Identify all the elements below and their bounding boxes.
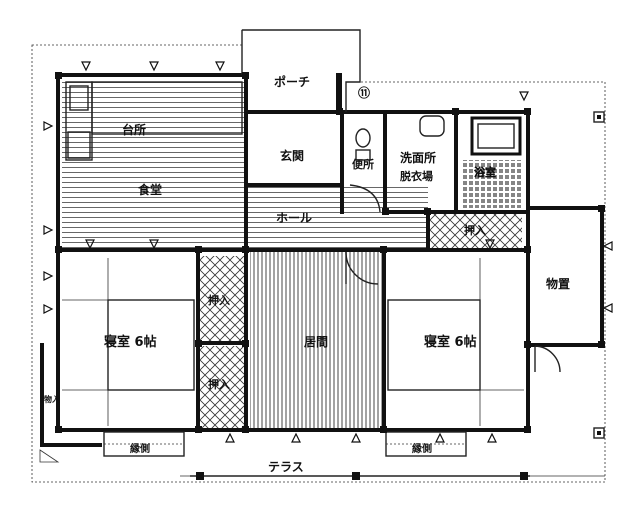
label-closet-mid-upper: 押入 bbox=[208, 293, 230, 307]
label-west-strip: 物入 bbox=[44, 394, 60, 404]
door-swings bbox=[345, 251, 561, 373]
label-closet-mid-lower: 押入 bbox=[208, 377, 230, 391]
porch bbox=[241, 29, 361, 114]
corner-markers bbox=[39, 111, 605, 463]
label-porch: ポーチ bbox=[274, 74, 310, 89]
bath-tile bbox=[462, 160, 522, 208]
label-bedroom-west: 寝室 6帖 bbox=[104, 334, 157, 350]
label-engawa-west: 縁側 bbox=[130, 442, 150, 455]
closet-east-hatch bbox=[430, 212, 522, 250]
label-living: 居間 bbox=[304, 335, 328, 349]
structural-posts bbox=[55, 72, 605, 433]
label-engawa-east: 縁側 bbox=[412, 442, 432, 455]
living-floor bbox=[250, 252, 382, 428]
label-dining: 食堂 bbox=[137, 182, 162, 197]
toilet-fixture bbox=[349, 128, 381, 213]
label-hall: ホール bbox=[276, 211, 312, 225]
label-porch-mark: ⑪ bbox=[358, 85, 370, 100]
label-closet-east: 押入 bbox=[464, 223, 486, 237]
washbasin bbox=[419, 115, 445, 137]
label-kitchen: 台所 bbox=[122, 122, 146, 137]
label-washroom: 洗面所 bbox=[400, 150, 436, 165]
label-bedroom-east: 寝室 6帖 bbox=[424, 334, 477, 350]
label-storage: 物置 bbox=[546, 276, 570, 291]
kitchen-dining-floor bbox=[62, 78, 244, 248]
bathtub bbox=[470, 116, 522, 156]
terrace-line bbox=[190, 472, 530, 480]
closet-mid-lower-hatch bbox=[200, 346, 244, 428]
label-bath: 浴室 bbox=[474, 165, 496, 179]
closet-mid-upper-hatch bbox=[200, 256, 244, 341]
kitchen-fixtures bbox=[65, 81, 243, 161]
label-terrace: テラス bbox=[268, 460, 304, 474]
label-dressing: 脱衣場 bbox=[400, 169, 433, 183]
tatami-lines bbox=[62, 258, 524, 426]
engawa bbox=[103, 431, 467, 457]
label-toilet: 便所 bbox=[352, 157, 374, 171]
label-entrance: 玄関 bbox=[280, 148, 304, 163]
hall-floor bbox=[246, 185, 428, 250]
window-markers bbox=[43, 61, 613, 443]
